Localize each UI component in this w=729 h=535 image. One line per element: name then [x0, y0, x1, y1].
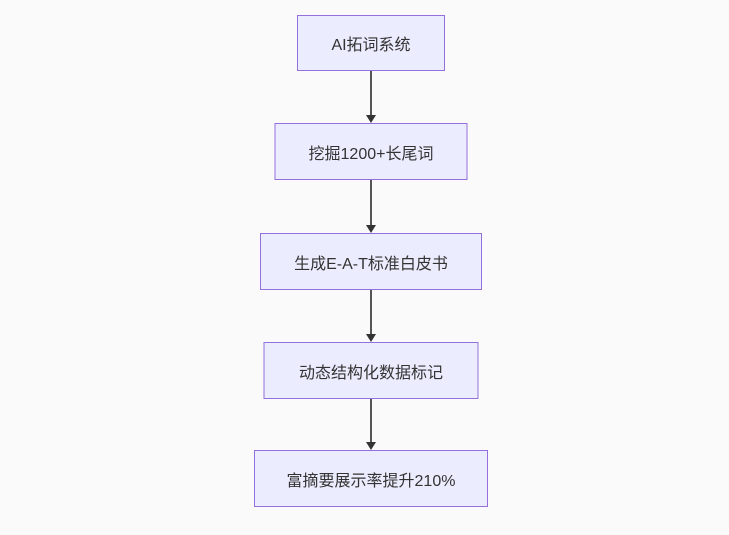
edge-line: [370, 71, 372, 115]
edge-line: [370, 290, 372, 334]
flow-node-eat-whitepaper: 生成E-A-T标准白皮书: [260, 233, 482, 290]
flow-node-label: 富摘要展示率提升210%: [286, 472, 456, 490]
flow-edge-2: [366, 180, 376, 233]
flow-node-rich-snippet-result: 富摘要展示率提升210%: [254, 450, 488, 507]
flow-edge-1: [366, 71, 376, 123]
flow-node-label: 动态结构化数据标记: [298, 364, 443, 382]
flow-node-label: AI拓词系统: [331, 37, 411, 54]
flow-edge-4: [366, 399, 376, 450]
flow-edge-3: [366, 290, 376, 342]
edge-line: [370, 399, 372, 442]
arrowhead-down-icon: [366, 115, 376, 123]
arrowhead-down-icon: [366, 334, 376, 342]
arrowhead-down-icon: [366, 225, 376, 233]
arrowhead-down-icon: [366, 442, 376, 450]
flow-node-longtail-mining: 挖掘1200+长尾词: [274, 123, 468, 180]
edge-line: [370, 180, 372, 225]
flow-node-ai-word-system: AI拓词系统: [297, 15, 445, 71]
flow-node-label: 挖掘1200+长尾词: [308, 145, 434, 163]
flow-node-structured-data-markup: 动态结构化数据标记: [263, 342, 479, 399]
flow-node-label: 生成E-A-T标准白皮书: [294, 255, 448, 273]
